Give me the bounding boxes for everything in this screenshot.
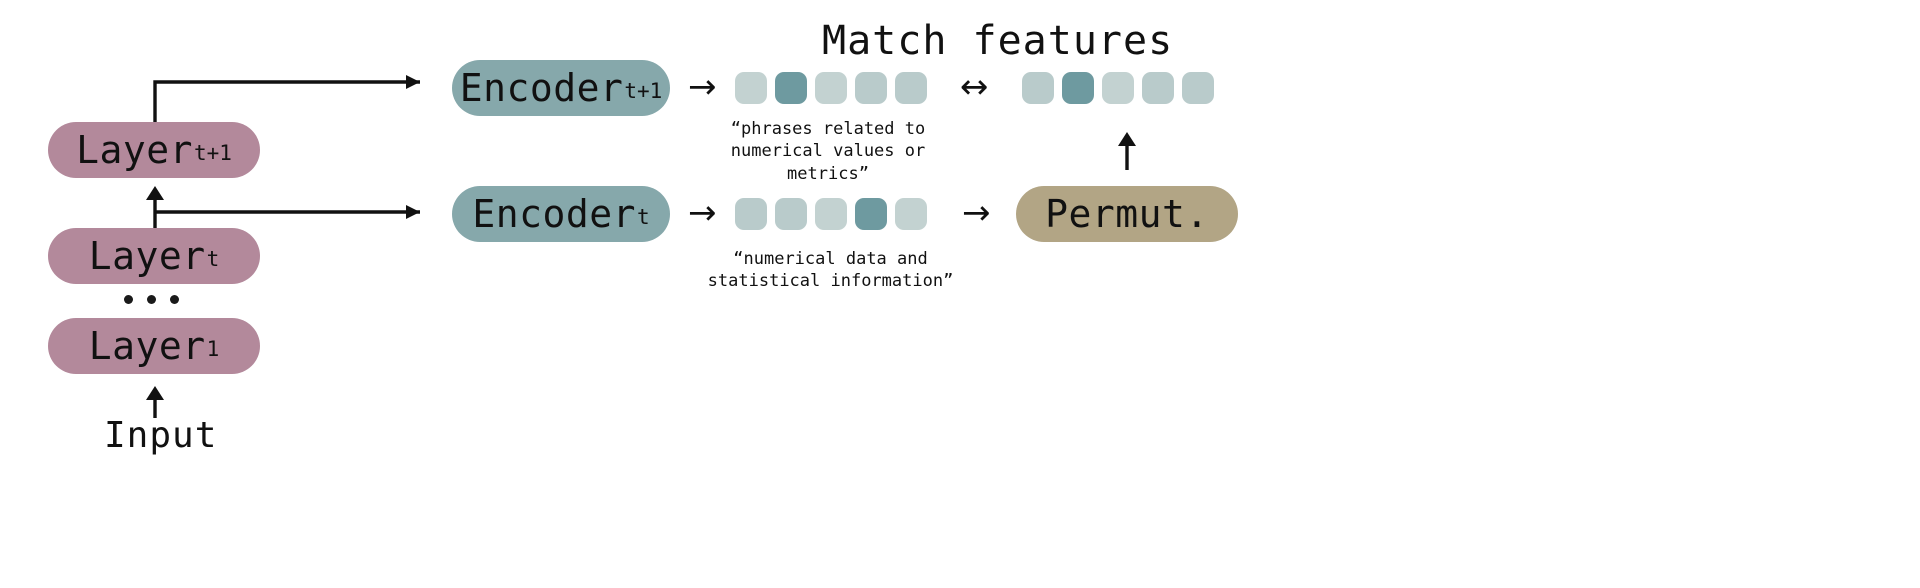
- feature-cell[interactable]: [735, 72, 767, 104]
- dot-icon: [147, 295, 156, 304]
- layer-label-base: Layer: [76, 128, 193, 172]
- input-label: Input: [104, 415, 218, 456]
- feature-caption-bottom: “numerical data and statistical informat…: [707, 249, 954, 292]
- feature-cell[interactable]: [855, 198, 887, 230]
- feature-cell[interactable]: [1142, 72, 1174, 104]
- dot-icon: [124, 295, 133, 304]
- layer-label-sub: t: [206, 247, 220, 271]
- encoder-label-base: Encoder: [472, 192, 636, 236]
- feature-cell[interactable]: [815, 72, 847, 104]
- encoder-t-output-arrow: →: [688, 193, 717, 233]
- match-double-arrow: ↔: [960, 67, 989, 107]
- feature-cell[interactable]: [1062, 72, 1094, 104]
- feature-row-top-right: [1022, 72, 1214, 104]
- encoder-t-plus-1-output-arrow: →: [688, 67, 717, 107]
- feature-cell[interactable]: [855, 72, 887, 104]
- feature-cell[interactable]: [895, 198, 927, 230]
- page-title: Match features: [822, 18, 1174, 64]
- feature-cell[interactable]: [1102, 72, 1134, 104]
- encoder-label-sub: t+1: [624, 79, 663, 103]
- feature-cell[interactable]: [895, 72, 927, 104]
- feature-cell[interactable]: [1022, 72, 1054, 104]
- feature-row-top-left: [735, 72, 927, 104]
- encoder-label-sub: t: [637, 205, 650, 229]
- feature-cell[interactable]: [775, 198, 807, 230]
- feature-cell[interactable]: [815, 198, 847, 230]
- layer-label-sub: t+1: [193, 141, 232, 165]
- layer-label-sub: 1: [206, 337, 220, 361]
- permut-input-arrow: →: [962, 193, 991, 233]
- feature-row-bottom-left: [735, 198, 927, 230]
- feature-cell[interactable]: [1182, 72, 1214, 104]
- permut-label: Permut.: [1045, 192, 1209, 236]
- permut-pill[interactable]: Permut.: [1016, 186, 1238, 242]
- encoder-label-base: Encoder: [459, 66, 624, 110]
- feature-cell[interactable]: [735, 198, 767, 230]
- dot-icon: [170, 295, 179, 304]
- ellipsis-dots: [124, 295, 179, 304]
- layer-label-base: Layer: [88, 324, 206, 368]
- feature-caption-top: “phrases related to numerical values or …: [730, 119, 926, 184]
- layer-label-base: Layer: [88, 234, 206, 278]
- feature-cell[interactable]: [775, 72, 807, 104]
